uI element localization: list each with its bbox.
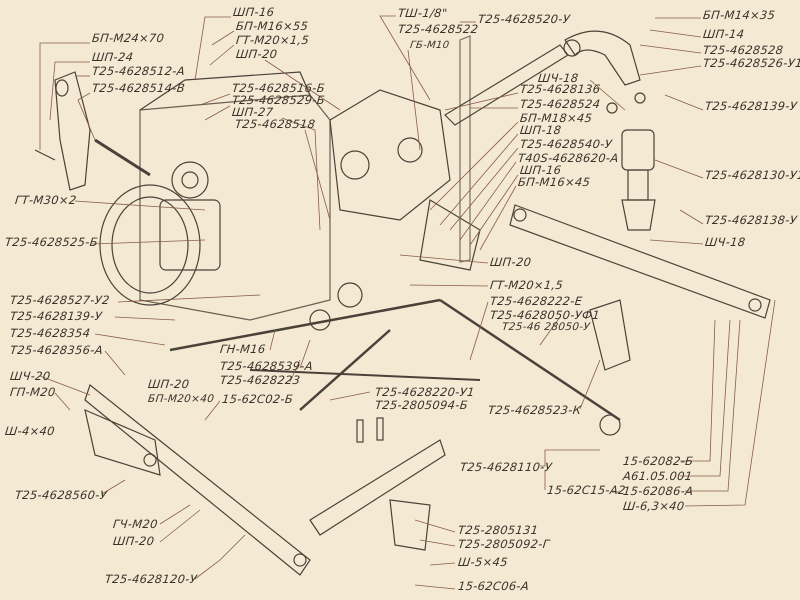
lift-shaft (444, 30, 641, 126)
part-label: 15-62С15-А2 (546, 483, 627, 497)
part-label: Т25-4628356-А (9, 343, 104, 357)
part-label: ГТ-М30×2 (14, 193, 78, 207)
part-label: 15-62086-А (622, 484, 695, 498)
part-label: Т25-4628540-У (519, 137, 613, 151)
part-label: Т25-4628136 (519, 82, 602, 96)
upper-link (169, 282, 631, 436)
part-label: Т25-4628528 (702, 43, 785, 57)
part-label: БП-М16×45 (517, 175, 591, 189)
part-label: Т25-4628514-В (91, 81, 186, 95)
part-label: Т25-4628524 (519, 97, 602, 111)
left-bracket (34, 71, 151, 191)
part-label: Т25-4628138-У (704, 213, 798, 227)
part-label: ГН-М16 (219, 342, 267, 356)
part-label: Т25-4628518 (234, 117, 317, 131)
part-label: Т25-4628223 (219, 373, 302, 387)
part-label: Т25-4628139-У (9, 309, 103, 323)
part-label: 15-62082-Б (622, 454, 695, 468)
part-label: Т25-4628220-У1 (374, 385, 476, 399)
part-label: ГП-М20 (9, 385, 57, 399)
part-label: Т25-4628560-У (14, 488, 108, 502)
part-label: ШП-18 (519, 123, 562, 137)
part-label: Т25-4628523-К (487, 403, 582, 417)
part-label: ШП-20 (489, 255, 532, 269)
part-label: ГТ-М20×1,5 (489, 278, 564, 292)
part-label: 15-62С02-Б (221, 392, 294, 406)
part-label: ШЧ-18 (704, 235, 747, 249)
part-label: Ш-4×40 (4, 424, 56, 438)
part-label: Т25-4628512-А (91, 64, 186, 78)
part-label: Т25-4628526-У1 (702, 56, 800, 70)
part-label: Т25-4628354 (9, 326, 92, 340)
part-label: Т25-4628050-УФ1 (489, 308, 601, 322)
part-label: Т25-2805131 (457, 523, 540, 537)
part-label: А61.05.001 (622, 469, 694, 483)
part-label: БП-М20×40 (147, 393, 215, 405)
part-label: ШП-14 (702, 27, 745, 41)
part-label: Т25-4628120-У (104, 572, 198, 586)
part-label: Т25-4628222-Е (489, 294, 584, 308)
part-label: Т25-4628527-У2 (9, 293, 111, 307)
part-label: ШП-16 (232, 5, 275, 19)
part-label: Т25-46 28050-У (501, 321, 591, 333)
left-lower-link (84, 383, 311, 576)
drawbar (309, 417, 446, 551)
part-label: Т25-2805092-Г (457, 537, 551, 551)
right-lift-rod (606, 92, 656, 231)
part-label: ГБ-М10 (409, 40, 450, 51)
part-label: ШП-24 (91, 50, 134, 64)
leader-lines (39, 15, 776, 590)
part-label: Ш-6,3×40 (622, 499, 686, 513)
part-label: ГЧ-М20 (112, 517, 159, 531)
part-label: Т25-4628539-А (219, 359, 314, 373)
part-label: Т25-4628522 (397, 22, 480, 36)
part-label: Т25-4628139-У (704, 99, 798, 113)
part-label: ШП-20 (235, 47, 278, 61)
part-label: ШП-20 (147, 377, 190, 391)
part-label: Т25-4628520-У (477, 12, 571, 26)
part-label: Т25-4628110-У (459, 460, 553, 474)
rear-axle-housing (99, 71, 331, 321)
part-label: ГТ-М20×1,5 (235, 33, 310, 47)
part-label: Т25-4628130-У1 (704, 168, 800, 182)
part-label: ШЧ-20 (9, 369, 52, 383)
right-lower-link (509, 204, 771, 319)
part-label: Ш-5×45 (457, 555, 509, 569)
part-label: Т25-2805094-Б (374, 398, 469, 412)
part-label: БП-М14×35 (702, 8, 776, 22)
control-valve (329, 35, 481, 271)
part-label: БП-М16×55 (235, 19, 309, 33)
part-label: БП-М24×70 (91, 31, 165, 45)
part-label: ШП-20 (112, 534, 155, 548)
part-label: 15-62С06-А (457, 579, 530, 593)
part-label: ТШ-1/8" (397, 6, 449, 20)
part-label: Т25-4628525-Б (4, 235, 99, 249)
